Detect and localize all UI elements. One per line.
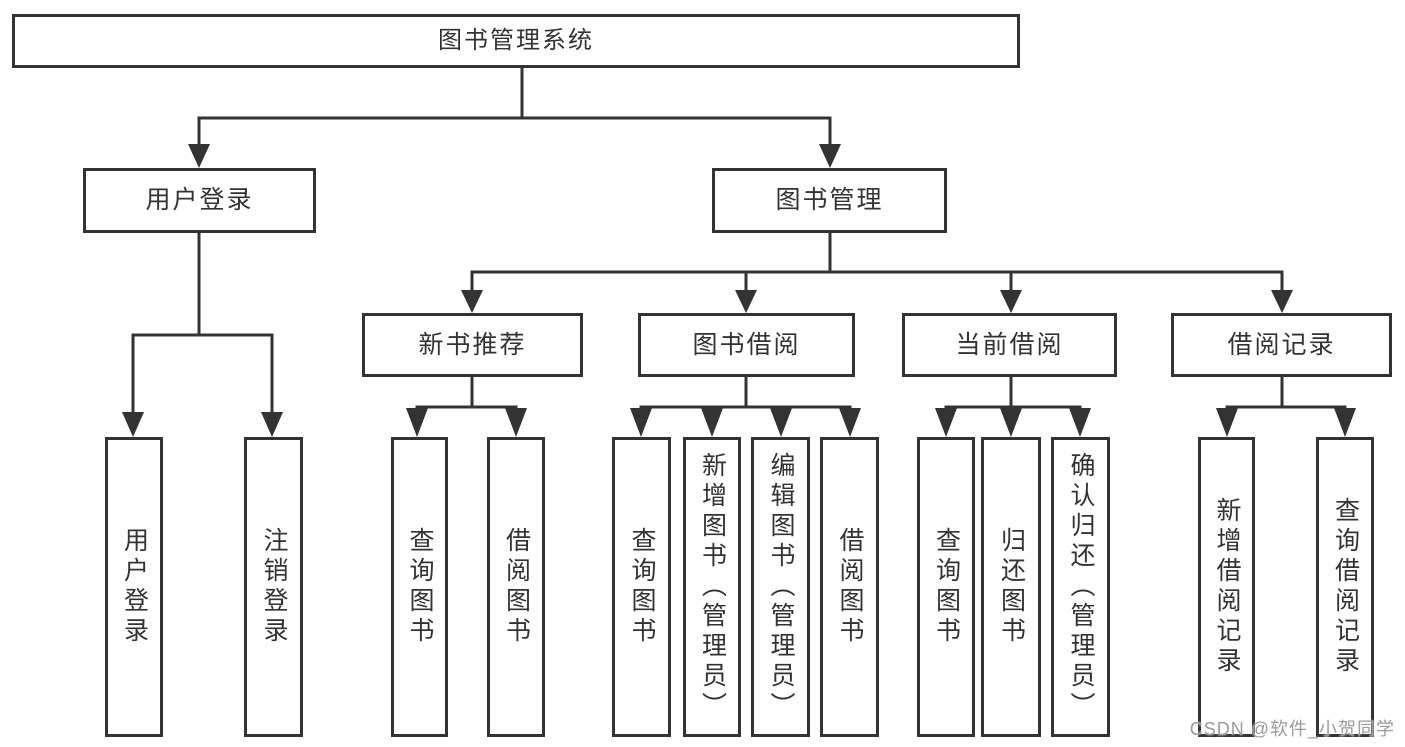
arrow-down-icon	[735, 290, 757, 313]
edge-user-login-to-leaves	[122, 231, 283, 437]
edge-book-borrow-to-leaves	[630, 375, 861, 437]
edge-borrow-records-to-leaves	[1216, 375, 1356, 437]
edge-root-to-level1	[188, 66, 841, 168]
leaf-confirm-return-admin: 确认归还（管理员）	[1051, 437, 1110, 737]
edge-book-management-to-level2	[461, 231, 1293, 313]
node-user-login: 用户登录	[83, 168, 316, 233]
node-borrow-records: 借阅记录	[1171, 313, 1392, 377]
leaf-borrow-books: 借阅图书	[820, 437, 879, 737]
node-book-management: 图书管理	[712, 168, 947, 233]
arrow-down-icon	[839, 408, 861, 437]
leaf-add-books-admin: 新增图书（管理员）	[683, 437, 741, 737]
arrow-down-icon	[461, 290, 483, 313]
arrow-down-icon	[1334, 408, 1356, 437]
arrow-down-icon	[1069, 408, 1091, 437]
node-book-borrow: 图书借阅	[638, 313, 855, 377]
edge-new-book-recommend-to-leaves	[406, 375, 527, 437]
node-library-management-system: 图书管理系统	[12, 14, 1020, 68]
leaf-query-borrow-record: 查询借阅记录	[1316, 437, 1374, 737]
arrow-down-icon	[630, 408, 652, 437]
arrow-down-icon	[770, 408, 792, 437]
leaf-logout-login: 注销登录	[244, 437, 303, 737]
arrow-down-icon	[505, 408, 527, 437]
leaf-edit-books-admin: 编辑图书（管理员）	[751, 437, 810, 737]
arrow-down-icon	[1000, 290, 1022, 313]
arrow-down-icon	[701, 408, 723, 437]
leaf-add-borrow-record: 新增借阅记录	[1198, 437, 1255, 737]
node-current-borrow: 当前借阅	[902, 313, 1117, 377]
arrow-down-icon	[261, 412, 283, 437]
arrow-down-icon	[819, 144, 841, 168]
node-new-book-recommend: 新书推荐	[362, 313, 583, 377]
arrow-down-icon	[1271, 290, 1293, 313]
leaf-user-login: 用户登录	[105, 437, 163, 737]
edge-current-borrow-to-leaves	[935, 375, 1091, 437]
arrow-down-icon	[122, 412, 144, 437]
arrow-down-icon	[1000, 408, 1022, 437]
arrow-down-icon	[1216, 408, 1238, 437]
leaf-query-books-current: 查询图书	[917, 437, 975, 737]
leaf-borrow-books-recommend: 借阅图书	[487, 437, 545, 737]
leaf-query-books-borrow: 查询图书	[612, 437, 671, 737]
arrow-down-icon	[406, 408, 428, 437]
arrow-down-icon	[188, 144, 210, 168]
leaf-query-books-recommend: 查询图书	[391, 437, 448, 737]
leaf-return-books: 归还图书	[981, 437, 1041, 737]
csdn-watermark: CSDN @软件_小贺同学	[1189, 719, 1395, 739]
arrow-down-icon	[935, 408, 957, 437]
